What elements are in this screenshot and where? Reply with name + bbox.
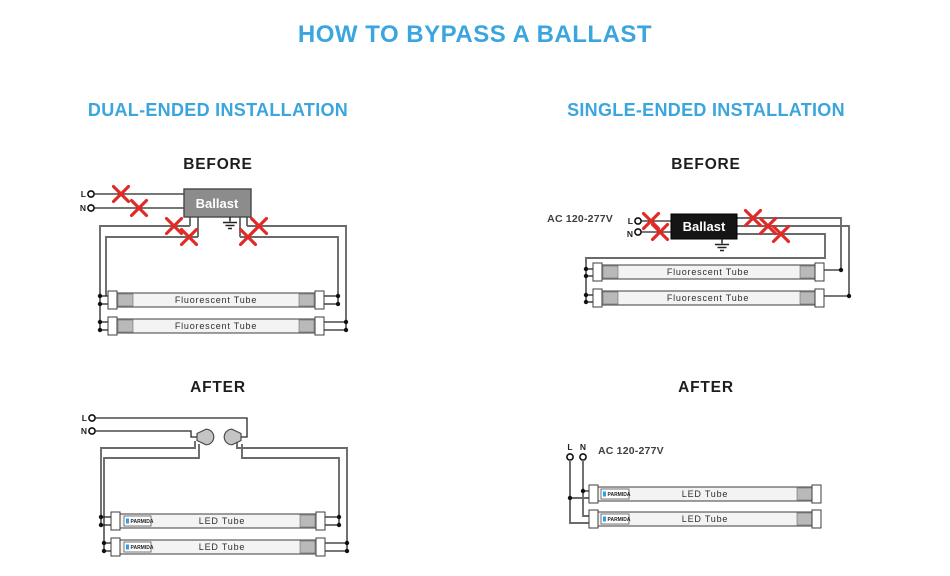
single-ended-heading: SINGLE-ENDED INSTALLATION	[567, 100, 845, 120]
fluorescent-tube: Fluorescent Tube	[592, 288, 825, 308]
line-terminal-label: L	[82, 413, 87, 423]
neutral-terminal	[88, 427, 96, 435]
dual-ended-after-diagram: L N	[81, 413, 350, 557]
dual-ended-heading: DUAL-ENDED INSTALLATION	[88, 100, 348, 120]
wire-nut-icon	[223, 428, 242, 446]
led-tube: PARMIDA LED Tube	[588, 509, 822, 529]
led-tube-label: LED Tube	[199, 516, 245, 526]
ballast-box	[670, 213, 738, 240]
brand-logo-icon	[126, 518, 129, 524]
line-terminal	[634, 217, 642, 225]
ground-icon	[222, 216, 238, 230]
wiring	[95, 417, 350, 554]
neutral-terminal-label: N	[81, 426, 87, 436]
single-after-label: AFTER	[678, 379, 734, 396]
dual-after-label: AFTER	[190, 379, 246, 396]
fluorescent-tube-label: Fluorescent Tube	[175, 321, 257, 331]
neutral-terminal-label: N	[627, 229, 633, 239]
line-terminal-label: L	[81, 189, 86, 199]
page-title: HOW TO BYPASS A BALLAST	[298, 21, 652, 48]
ac-voltage-label: AC 120-277V	[547, 213, 613, 225]
neutral-terminal	[579, 453, 587, 461]
brand-logo: PARMIDA	[608, 517, 631, 523]
ground-icon	[714, 238, 730, 252]
led-tube: PARMIDA LED Tube	[110, 537, 326, 557]
brand-logo: PARMIDA	[131, 519, 154, 525]
fluorescent-tube-label: Fluorescent Tube	[667, 293, 749, 303]
single-ended-before-diagram: AC 120-277V L N Ballast	[547, 208, 852, 308]
line-terminal-label: L	[628, 216, 633, 226]
fluorescent-tube: Fluorescent Tube	[107, 290, 325, 310]
led-tube-label: LED Tube	[682, 514, 728, 524]
brand-logo-icon	[603, 516, 606, 522]
line-terminal-label: L	[567, 442, 572, 452]
line-terminal	[88, 414, 96, 422]
ballast-label: Ballast	[196, 196, 239, 211]
single-ended-after-diagram: L N AC 120-277V PARMIDA LED Tube	[566, 442, 822, 529]
line-terminal	[87, 190, 95, 198]
dual-before-label: BEFORE	[183, 156, 252, 173]
neutral-terminal-label: N	[580, 442, 586, 452]
neutral-terminal-label: N	[80, 203, 86, 213]
fluorescent-tube: Fluorescent Tube	[592, 262, 825, 282]
wiring	[94, 193, 349, 333]
led-tube: PARMIDA LED Tube	[588, 484, 822, 504]
wiring	[583, 217, 852, 305]
led-tube-label: LED Tube	[682, 489, 728, 499]
brand-logo: PARMIDA	[608, 492, 631, 498]
wiring	[567, 460, 589, 524]
fluorescent-tube: Fluorescent Tube	[107, 316, 325, 336]
neutral-terminal	[87, 204, 95, 212]
ballast-box	[183, 188, 252, 218]
led-tube: PARMIDA LED Tube	[110, 511, 326, 531]
fluorescent-tube-label: Fluorescent Tube	[175, 295, 257, 305]
brand-logo: PARMIDA	[131, 545, 154, 551]
led-tube-label: LED Tube	[199, 542, 245, 552]
ballast-label: Ballast	[683, 219, 726, 234]
single-before-label: BEFORE	[671, 156, 740, 173]
wire-nut-icon	[196, 428, 215, 446]
brand-logo-icon	[126, 544, 129, 550]
brand-logo-icon	[603, 491, 606, 497]
neutral-terminal	[634, 228, 642, 236]
fluorescent-tube-label: Fluorescent Tube	[667, 267, 749, 277]
ac-voltage-label: AC 120-277V	[598, 445, 664, 457]
dual-ended-before-diagram: L N Ballast	[80, 184, 349, 336]
line-terminal	[566, 453, 574, 461]
